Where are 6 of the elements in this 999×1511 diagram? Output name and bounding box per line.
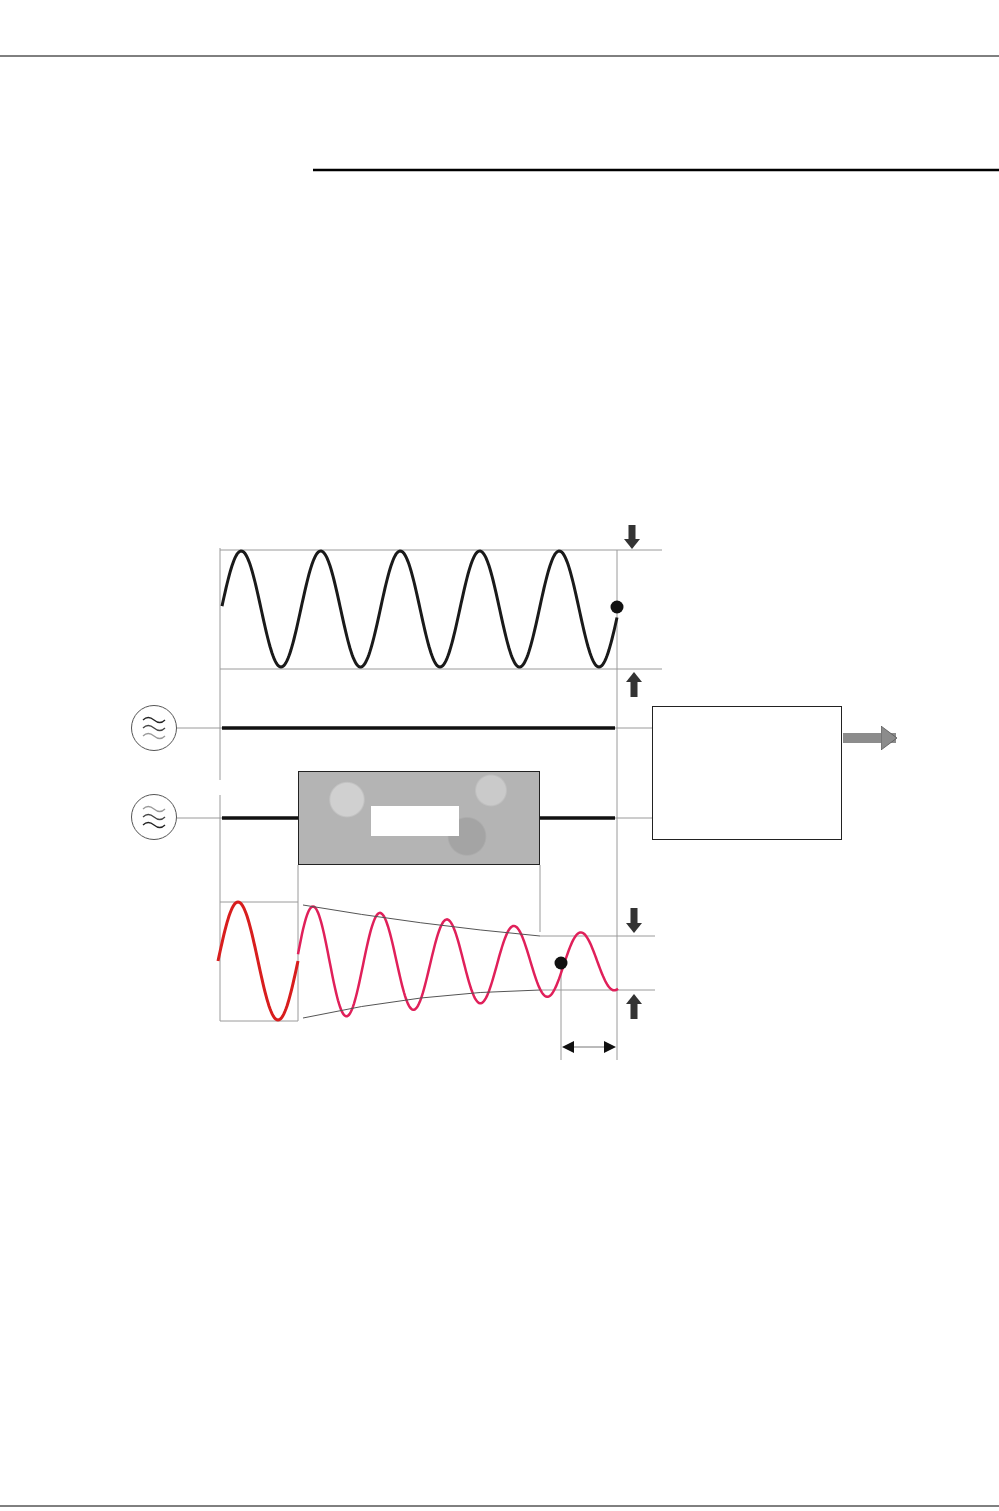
oscillator-circle [131,705,177,751]
output-arrow [843,725,898,751]
evaluation-box [652,706,842,840]
sample-block [298,771,540,865]
oscillator-circle [131,794,177,840]
label-area [371,806,459,836]
